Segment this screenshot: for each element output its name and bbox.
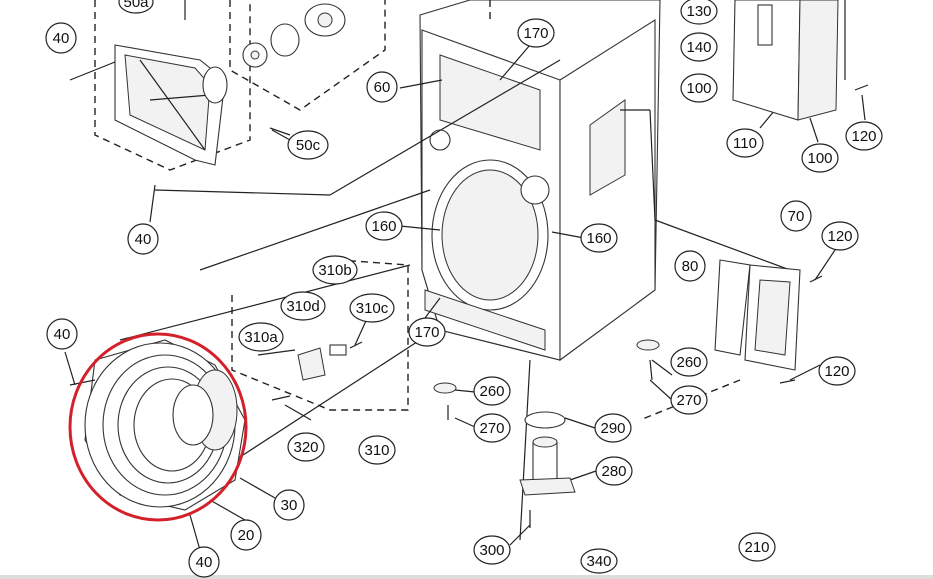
svg-text:100: 100 — [686, 80, 711, 97]
callout-100-a: 100 — [680, 73, 718, 103]
callout-270-b: 270 — [670, 385, 708, 415]
svg-text:170: 170 — [523, 25, 548, 42]
handle-kit — [639, 259, 823, 421]
callout-40-top: 40 — [45, 22, 77, 54]
woofer-highlight-circle — [68, 332, 248, 522]
callout-320: 320 — [287, 432, 325, 462]
feet-and-socket — [433, 339, 660, 528]
callout-40-bot: 40 — [188, 546, 220, 578]
svg-text:260: 260 — [676, 354, 701, 371]
svg-text:310a: 310a — [244, 329, 278, 346]
callout-160-right: 160 — [580, 223, 618, 253]
svg-text:100: 100 — [807, 150, 832, 167]
svg-text:120: 120 — [824, 363, 849, 380]
callout-170-top: 170 — [517, 18, 555, 48]
svg-text:300: 300 — [479, 542, 504, 559]
callout-300: 300 — [473, 535, 511, 565]
svg-text:40: 40 — [196, 554, 213, 571]
callout-210: 210 — [738, 532, 776, 562]
svg-text:50a: 50a — [123, 0, 149, 11]
callout-60: 60 — [366, 71, 398, 103]
callout-160-left: 160 — [365, 211, 403, 241]
speaker-cabinet — [419, 0, 661, 362]
svg-text:60: 60 — [374, 79, 391, 96]
svg-text:20: 20 — [238, 527, 255, 544]
svg-text:280: 280 — [601, 463, 626, 480]
svg-text:320: 320 — [293, 439, 318, 456]
callout-340: 340 — [580, 548, 618, 574]
svg-text:130: 130 — [686, 3, 711, 20]
svg-text:310d: 310d — [286, 298, 319, 315]
callout-270-a: 270 — [473, 413, 511, 443]
bracket-kit-310 — [231, 259, 409, 411]
svg-text:50c: 50c — [296, 137, 321, 154]
svg-text:290: 290 — [600, 420, 625, 437]
callout-310b: 310b — [312, 255, 358, 285]
callout-20: 20 — [230, 519, 262, 551]
callout-310c: 310c — [349, 293, 395, 323]
svg-text:310c: 310c — [356, 300, 389, 317]
callout-80: 80 — [674, 250, 706, 282]
callout-120-b: 120 — [821, 221, 859, 251]
callout-260-b: 260 — [670, 347, 708, 377]
svg-text:310b: 310b — [318, 262, 351, 279]
callout-310a: 310a — [238, 322, 284, 352]
svg-text:120: 120 — [851, 128, 876, 145]
horn-assembly — [94, 0, 386, 171]
callout-280: 280 — [595, 456, 633, 486]
callout-40-mid: 40 — [127, 223, 159, 255]
svg-text:30: 30 — [281, 497, 298, 514]
leader-lines — [64, 14, 866, 551]
callout-140: 140 — [680, 32, 718, 62]
callout-120-a: 120 — [845, 121, 883, 151]
svg-text:160: 160 — [586, 230, 611, 247]
amplifier-panel — [732, 0, 869, 121]
callout-310: 310 — [358, 435, 396, 465]
svg-text:80: 80 — [682, 258, 699, 275]
svg-text:340: 340 — [586, 553, 611, 570]
bottom-strip — [0, 575, 933, 579]
callout-130: 130 — [680, 0, 718, 25]
callout-70: 70 — [780, 200, 812, 232]
svg-text:170: 170 — [414, 324, 439, 341]
svg-text:70: 70 — [788, 208, 805, 225]
svg-text:270: 270 — [676, 392, 701, 409]
svg-text:120: 120 — [827, 228, 852, 245]
callout-310d: 310d — [280, 291, 326, 321]
svg-text:160: 160 — [371, 218, 396, 235]
svg-text:40: 40 — [135, 231, 152, 248]
callout-layer: 50a 40 50c 40 60 170 160 160 — [45, 0, 883, 578]
svg-text:40: 40 — [54, 326, 71, 343]
svg-text:210: 210 — [744, 539, 769, 556]
callout-290: 290 — [594, 413, 632, 443]
callout-110: 110 — [726, 128, 764, 158]
callout-170-bot: 170 — [408, 317, 446, 347]
svg-text:40: 40 — [53, 30, 70, 47]
svg-text:110: 110 — [733, 135, 757, 152]
woofer-driver — [68, 332, 248, 522]
svg-text:270: 270 — [479, 420, 504, 437]
callout-50c: 50c — [287, 130, 329, 160]
callout-50a-top: 50a — [118, 0, 154, 14]
callout-30: 30 — [273, 489, 305, 521]
svg-text:140: 140 — [686, 39, 711, 56]
callout-120-c: 120 — [818, 356, 856, 386]
svg-text:310: 310 — [364, 442, 389, 459]
callout-100-b: 100 — [801, 143, 839, 173]
callout-40-left: 40 — [46, 318, 78, 350]
svg-text:260: 260 — [479, 383, 504, 400]
callout-260-a: 260 — [473, 376, 511, 406]
